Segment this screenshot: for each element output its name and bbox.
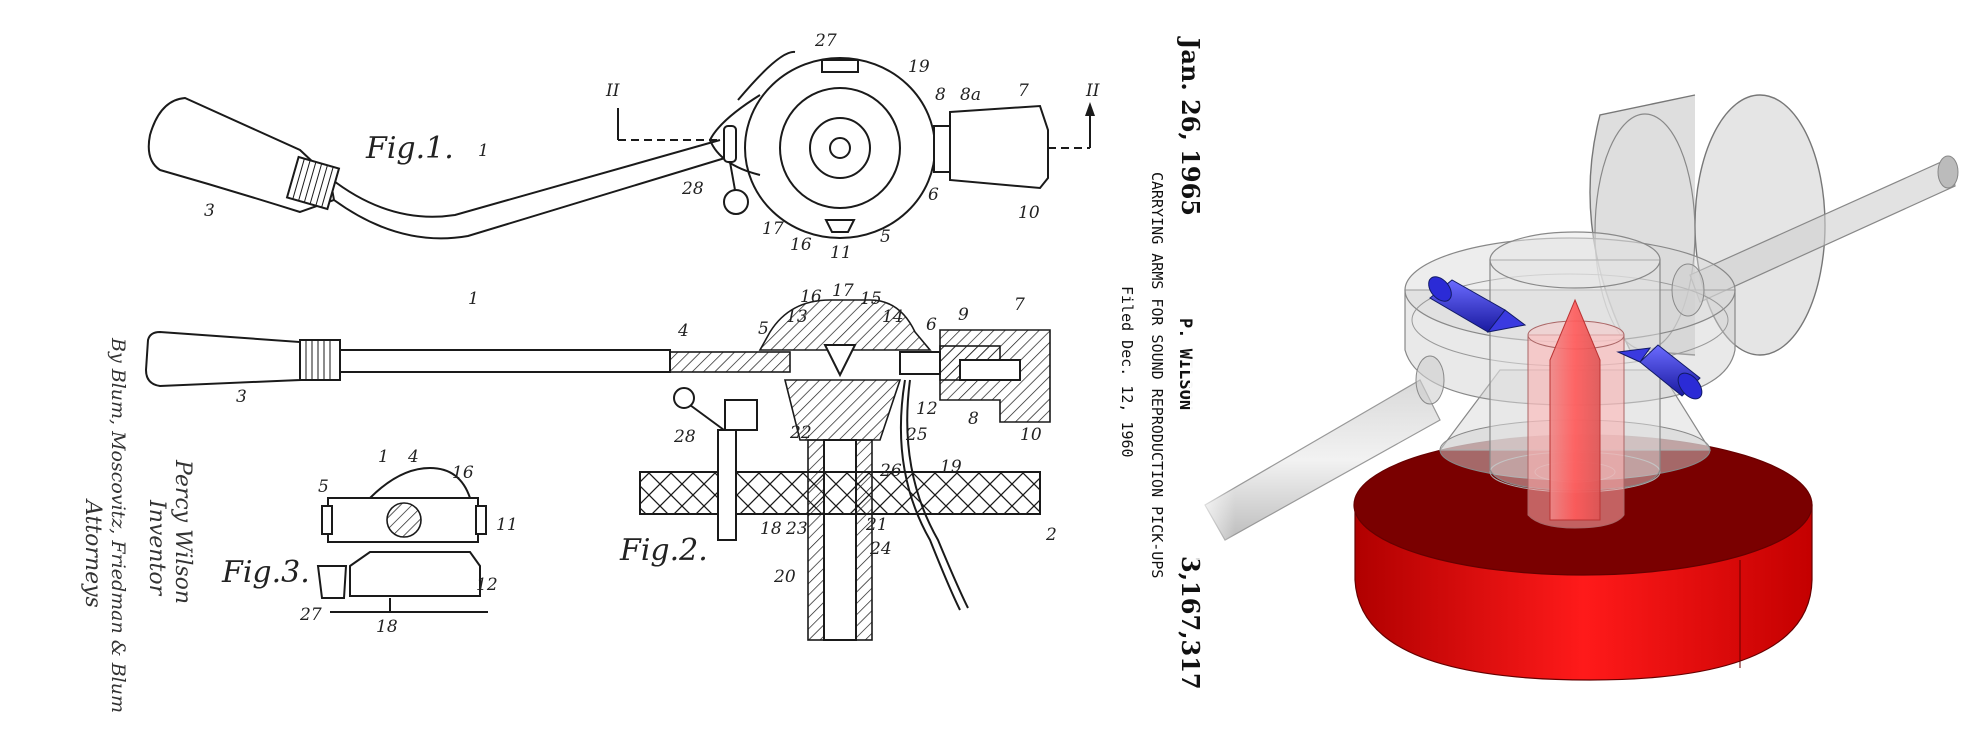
- fig2-label-26: 26: [879, 461, 902, 481]
- fig2-drawing: Fig.2. 1 3 4 5 13 16 17 15 14 6 9 7 12 8…: [144, 281, 1057, 641]
- fig1-label-3: 3: [204, 201, 215, 221]
- fig1-label-19: 19: [908, 57, 930, 77]
- filed-date: Filed Dec. 12, 1960: [1118, 286, 1136, 458]
- fig1-label-10: 10: [1018, 203, 1040, 223]
- fig2-label-14: 14: [882, 307, 904, 327]
- fig2-label-9: 9: [958, 305, 969, 325]
- fig2-label-10: 10: [1020, 425, 1042, 445]
- fig3-drawing: Fig.3. 1 4 16 5 11 12 27 18: [221, 447, 518, 637]
- fig2-label-5: 5: [758, 319, 769, 339]
- render-3d: [1190, 94, 1959, 681]
- fig2-label-15: 15: [860, 289, 882, 309]
- section-mark-right: II: [1085, 81, 1100, 101]
- inventor-signature: Percy Wilson: [170, 459, 195, 604]
- fig1-label-17: 17: [762, 219, 784, 239]
- fig3-label-5: 5: [318, 477, 329, 497]
- patent-title: CARRYING ARMS FOR SOUND REPRODUCTION PIC…: [1148, 172, 1166, 578]
- fig2-label-6: 6: [926, 315, 937, 335]
- patent-header: Jan. 26, 1965 CARRYING ARMS FOR SOUND RE…: [1118, 36, 1205, 690]
- fig2-label-21: 21: [865, 515, 888, 535]
- fig3-label-16: 16: [452, 463, 474, 483]
- fig1-label-8: 8: [935, 85, 946, 105]
- fig2-label-23: 23: [785, 519, 808, 539]
- fig2-label-22: 22: [789, 423, 812, 443]
- fig1-label-7: 7: [1018, 81, 1029, 101]
- fig2-label-20: 20: [773, 567, 796, 587]
- blue-pin-left: [1428, 276, 1527, 333]
- fig2-label-25: 25: [905, 425, 928, 445]
- section-mark-left: II: [605, 81, 620, 101]
- patent-number: 3,167,317: [1176, 556, 1205, 690]
- fig2-label-24: 24: [869, 539, 892, 559]
- fig2-label-28: 28: [673, 427, 696, 447]
- inventor-caption: Inventor: [144, 499, 169, 597]
- fig2-label-13: 13: [786, 307, 808, 327]
- fig3-label-4: 4: [407, 447, 419, 467]
- fig1-label-11: 11: [830, 243, 852, 263]
- fig1-caption: Fig.1.: [365, 131, 454, 166]
- patent-date: Jan. 26, 1965: [1176, 36, 1205, 216]
- fig3-label-1: 1: [378, 447, 389, 467]
- fig2-label-8: 8: [968, 409, 979, 429]
- blue-pin-right: [1616, 344, 1703, 400]
- signature-block: Percy Wilson Inventor By Blum, Moscovitz…: [80, 337, 195, 713]
- fig2-caption: Fig.2.: [619, 533, 708, 568]
- attorneys-caption: Attorneys: [80, 498, 105, 608]
- fig2-label-3: 3: [236, 387, 247, 407]
- fig3-label-12: 12: [476, 575, 498, 595]
- fig2-label-17: 17: [832, 281, 854, 301]
- fig3-label-27: 27: [299, 605, 322, 625]
- fig2-label-18: 18: [760, 519, 782, 539]
- fig2-label-2: 2: [1045, 525, 1057, 545]
- fig2-label-16: 16: [800, 287, 822, 307]
- fig2-label-4: 4: [677, 321, 689, 341]
- fig2-label-19: 19: [940, 457, 962, 477]
- fig1-label-16: 16: [790, 235, 812, 255]
- fig1-label-1: 1: [478, 141, 489, 161]
- pivot-cone: [1549, 298, 1601, 521]
- fig3-label-18: 18: [376, 617, 398, 637]
- fig1-label-27: 27: [814, 31, 837, 51]
- fig1-label-5: 5: [880, 227, 891, 247]
- fig3-label-11: 11: [496, 515, 518, 535]
- fig2-label-7: 7: [1014, 295, 1025, 315]
- fig2-label-12: 12: [916, 399, 938, 419]
- fig1-label-8a: 8a: [960, 85, 981, 105]
- fig1-label-28: 28: [681, 179, 704, 199]
- attorneys-signature: By Blum, Moscovitz, Friedman & Blum: [107, 337, 129, 713]
- fig1-drawing: II II Fig.1. 27 19 8 8a 7 1 3 28 17 16 1…: [147, 31, 1100, 263]
- fig3-caption: Fig.3.: [221, 555, 310, 590]
- fig2-label-1: 1: [468, 289, 479, 309]
- fig1-label-6: 6: [928, 185, 939, 205]
